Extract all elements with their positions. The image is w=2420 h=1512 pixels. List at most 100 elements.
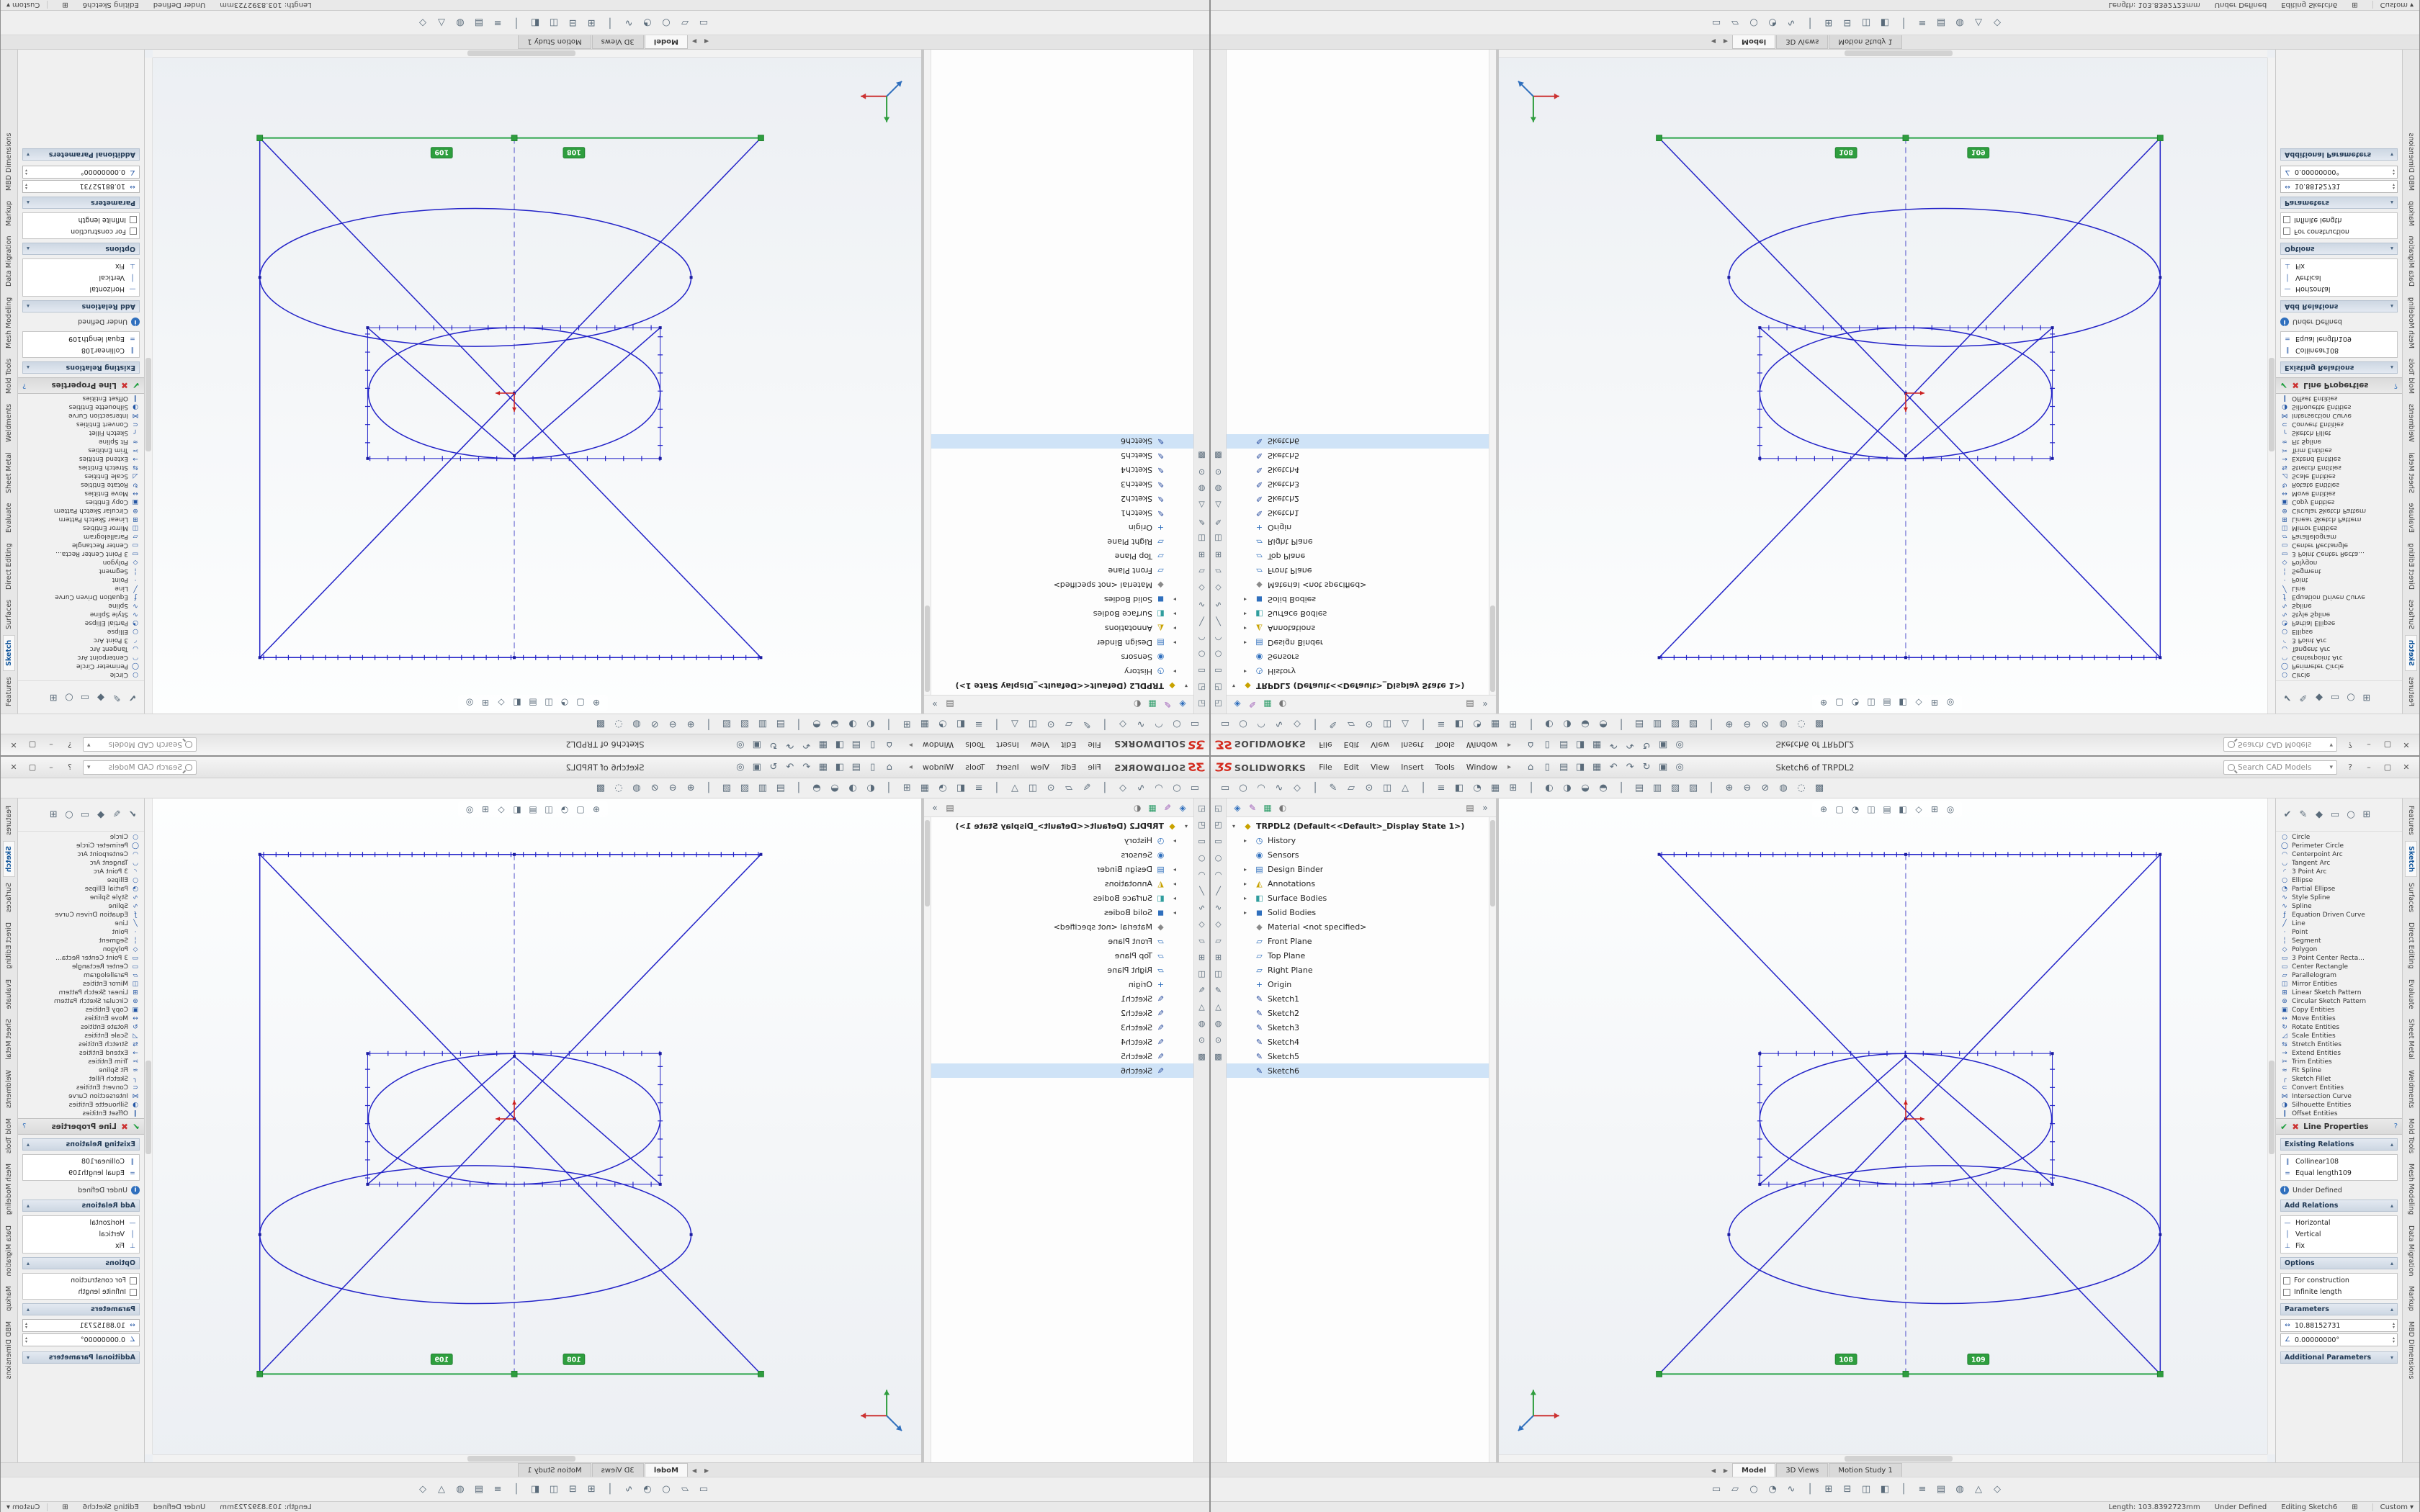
side-toolbar-icon[interactable]: ✎ [1198,985,1206,995]
sketch-tool-item[interactable]: ○ Circle [18,833,144,842]
bottom-toolbar-icon[interactable]: ▭ [699,1484,709,1495]
parameter-value[interactable]: 10.88152731 [2295,182,2341,191]
toolbar-icon[interactable]: ▦ [1490,719,1500,729]
menu-item[interactable]: File [1319,762,1332,772]
tree-item[interactable]: ▸ ▤ Design Binder [924,862,1193,876]
sketch-tool-item[interactable]: ◜ 3 Point Arc [18,868,144,876]
side-toolbar-icon[interactable]: ○ [1214,649,1222,660]
horizontal-scrollbar-thumb[interactable] [1845,1456,1953,1462]
bottom-toolbar-icon[interactable]: △ [438,1484,445,1495]
commandmanager-tab[interactable]: Data Migration [5,235,13,287]
sketch-tool-item[interactable]: · Point [2276,928,2402,937]
add-relation-button[interactable]: ⊥ Fix [2283,1241,2395,1251]
side-toolbar-icon[interactable]: ▩ [1198,451,1206,461]
bottom-toolbar-icon[interactable]: ○ [1749,1484,1758,1495]
toolbar-icon[interactable]: ⊕ [1725,719,1734,729]
sketch-tool-item[interactable]: ⊞ Linear Sketch Pattern [18,515,144,523]
relation-item[interactable]: = Equal length109 [25,1168,137,1179]
bottom-toolbar-icon[interactable]: ∿ [1787,1484,1796,1495]
tree-item[interactable]: ▱ Right Plane [1227,963,1496,977]
toolbar-icon[interactable]: ◠ [1257,783,1265,793]
menu-pin-icon[interactable]: ▸ [1507,763,1512,771]
cancel-button[interactable]: ✖ [2292,380,2300,391]
toolbar-icon[interactable]: ⊖ [1743,783,1752,793]
side-toolbar-icon[interactable]: ◱ [1214,803,1222,813]
commandmanager-tab[interactable]: Evaluate [2407,978,2415,1009]
view-tool-icon[interactable]: ◔ [1851,698,1860,708]
expand-arrow-icon[interactable]: ▸ [1244,668,1247,675]
view-tool-icon[interactable]: ⊕ [592,698,601,708]
bottom-toolbar-icon[interactable]: ≡ [493,1484,502,1495]
options-header[interactable]: Options ▴ [22,1257,140,1269]
view-tool-icon[interactable]: ▤ [529,698,537,708]
toolbar-icon[interactable]: ▭ [1220,783,1230,793]
toolbar-icon[interactable]: ◓ [1599,783,1608,793]
grid-icon[interactable]: ⊞ [62,1,68,9]
tree-scrollbar-thumb[interactable] [925,820,930,906]
palette-header-icon[interactable]: ✎ [2299,692,2308,703]
bottom-toolbar-icon[interactable]: ◍ [1955,1484,1964,1495]
palette-header-icon[interactable]: ◆ [2316,692,2323,703]
tabs-next-button[interactable]: ▶ [691,1467,697,1474]
side-toolbar-icon[interactable]: ✎ [1214,517,1222,527]
side-toolbar-icon[interactable]: ▭ [1198,836,1206,846]
palette-header-icon[interactable]: ○ [65,692,73,703]
toolbar-icon[interactable]: │ [886,719,892,729]
sketch-tool-item[interactable]: ≈ Fit Spline [2276,1066,2402,1075]
side-toolbar-icon[interactable]: ◫ [1198,534,1206,544]
toolbar-icon[interactable]: ⊙ [1047,719,1055,729]
expand-arrow-icon[interactable]: ▸ [1173,880,1176,887]
toolbar-icon[interactable]: ⊕ [1725,783,1734,793]
expand-arrow-icon[interactable]: ▸ [1173,837,1176,844]
sketch-tool-item[interactable]: · Point [18,928,144,937]
tabs-prev-button[interactable]: ◀ [1711,38,1716,45]
commandmanager-tab[interactable]: MBD Dimensions [5,1321,13,1380]
view-tool-icon[interactable]: ▤ [529,804,537,814]
menu-pin-icon[interactable]: ▸ [908,763,913,771]
tree-item[interactable]: ▸ ◼ Solid Bodies [924,905,1193,919]
sketch-tool-item[interactable]: ◠ Centerpoint Arc [18,653,144,662]
side-toolbar-icon[interactable]: ∿ [1214,902,1222,912]
view-tool-icon[interactable]: ◎ [465,698,474,708]
quick-access-icon[interactable]: ▣ [752,739,761,750]
toolbar-icon[interactable]: ⊕ [686,719,695,729]
quick-access-icon[interactable]: ◨ [835,762,844,773]
sketch-tool-item[interactable]: ◇ Polygon [2276,558,2402,567]
featuremanager-tab-icon[interactable]: ◐ [1133,699,1142,710]
sketch-tool-item[interactable]: ∿ Style Spline [18,610,144,618]
side-toolbar-icon[interactable]: ◇ [1215,583,1222,593]
commandmanager-tab[interactable]: Data Migration [2407,235,2415,287]
document-tab[interactable]: Model [644,35,688,49]
toolbar-icon[interactable]: ⊖ [668,783,677,793]
search-placeholder[interactable]: Search CAD Models [108,740,182,750]
palette-header-icon[interactable]: ○ [65,809,73,820]
toolbar-icon[interactable]: ▦ [1490,783,1500,793]
expand-arrow-icon[interactable]: ▾ [1232,822,1236,829]
toolbar-icon[interactable]: ⊘ [1761,719,1770,729]
sketch-tool-item[interactable]: ✂ Trim Entities [18,1058,144,1066]
sketch-tool-item[interactable]: ▱ Parallelogram [18,532,144,541]
featuremanager-tab-icon[interactable]: ◐ [1133,802,1142,813]
tree-item[interactable]: ▸ ◼ Solid Bodies [1227,593,1496,607]
featuremanager-tab-icon[interactable]: ◐ [1278,699,1287,710]
commandmanager-tab[interactable]: Features [5,806,13,835]
toolbar-icon[interactable]: ▨ [1688,719,1698,729]
bottom-toolbar-icon[interactable]: ▤ [1936,1484,1946,1495]
bottom-toolbar-icon[interactable]: ▱ [681,17,689,28]
bottom-toolbar-icon[interactable]: ⊟ [568,1484,577,1495]
selection-handle[interactable] [758,1370,764,1377]
sketch-tool-item[interactable]: ƒ Equation Driven Curve [18,911,144,919]
sketch-tool-item[interactable]: ⊞ Linear Sketch Pattern [18,989,144,997]
commandmanager-tab[interactable]: MBD Dimensions [5,132,13,191]
sketch-tool-item[interactable]: ◔ Partial Ellipse [2276,885,2402,894]
toolbar-icon[interactable]: ⊘ [1761,783,1770,793]
sketch-tool-item[interactable]: ○ Ellipse [2276,876,2402,885]
expand-arrow-icon[interactable]: ▸ [1173,909,1176,916]
sketch-tool-item[interactable]: ⊛ Circular Sketch Pattern [2276,997,2402,1006]
minimize-button[interactable]: – [2367,762,2371,772]
side-toolbar-icon[interactable]: ▭ [1198,666,1206,676]
commandmanager-tab[interactable]: Weldments [5,403,13,442]
checkbox[interactable] [130,228,137,235]
view-tool-icon[interactable]: ⊕ [1819,804,1828,814]
toolbar-icon[interactable]: ⊖ [668,719,677,729]
